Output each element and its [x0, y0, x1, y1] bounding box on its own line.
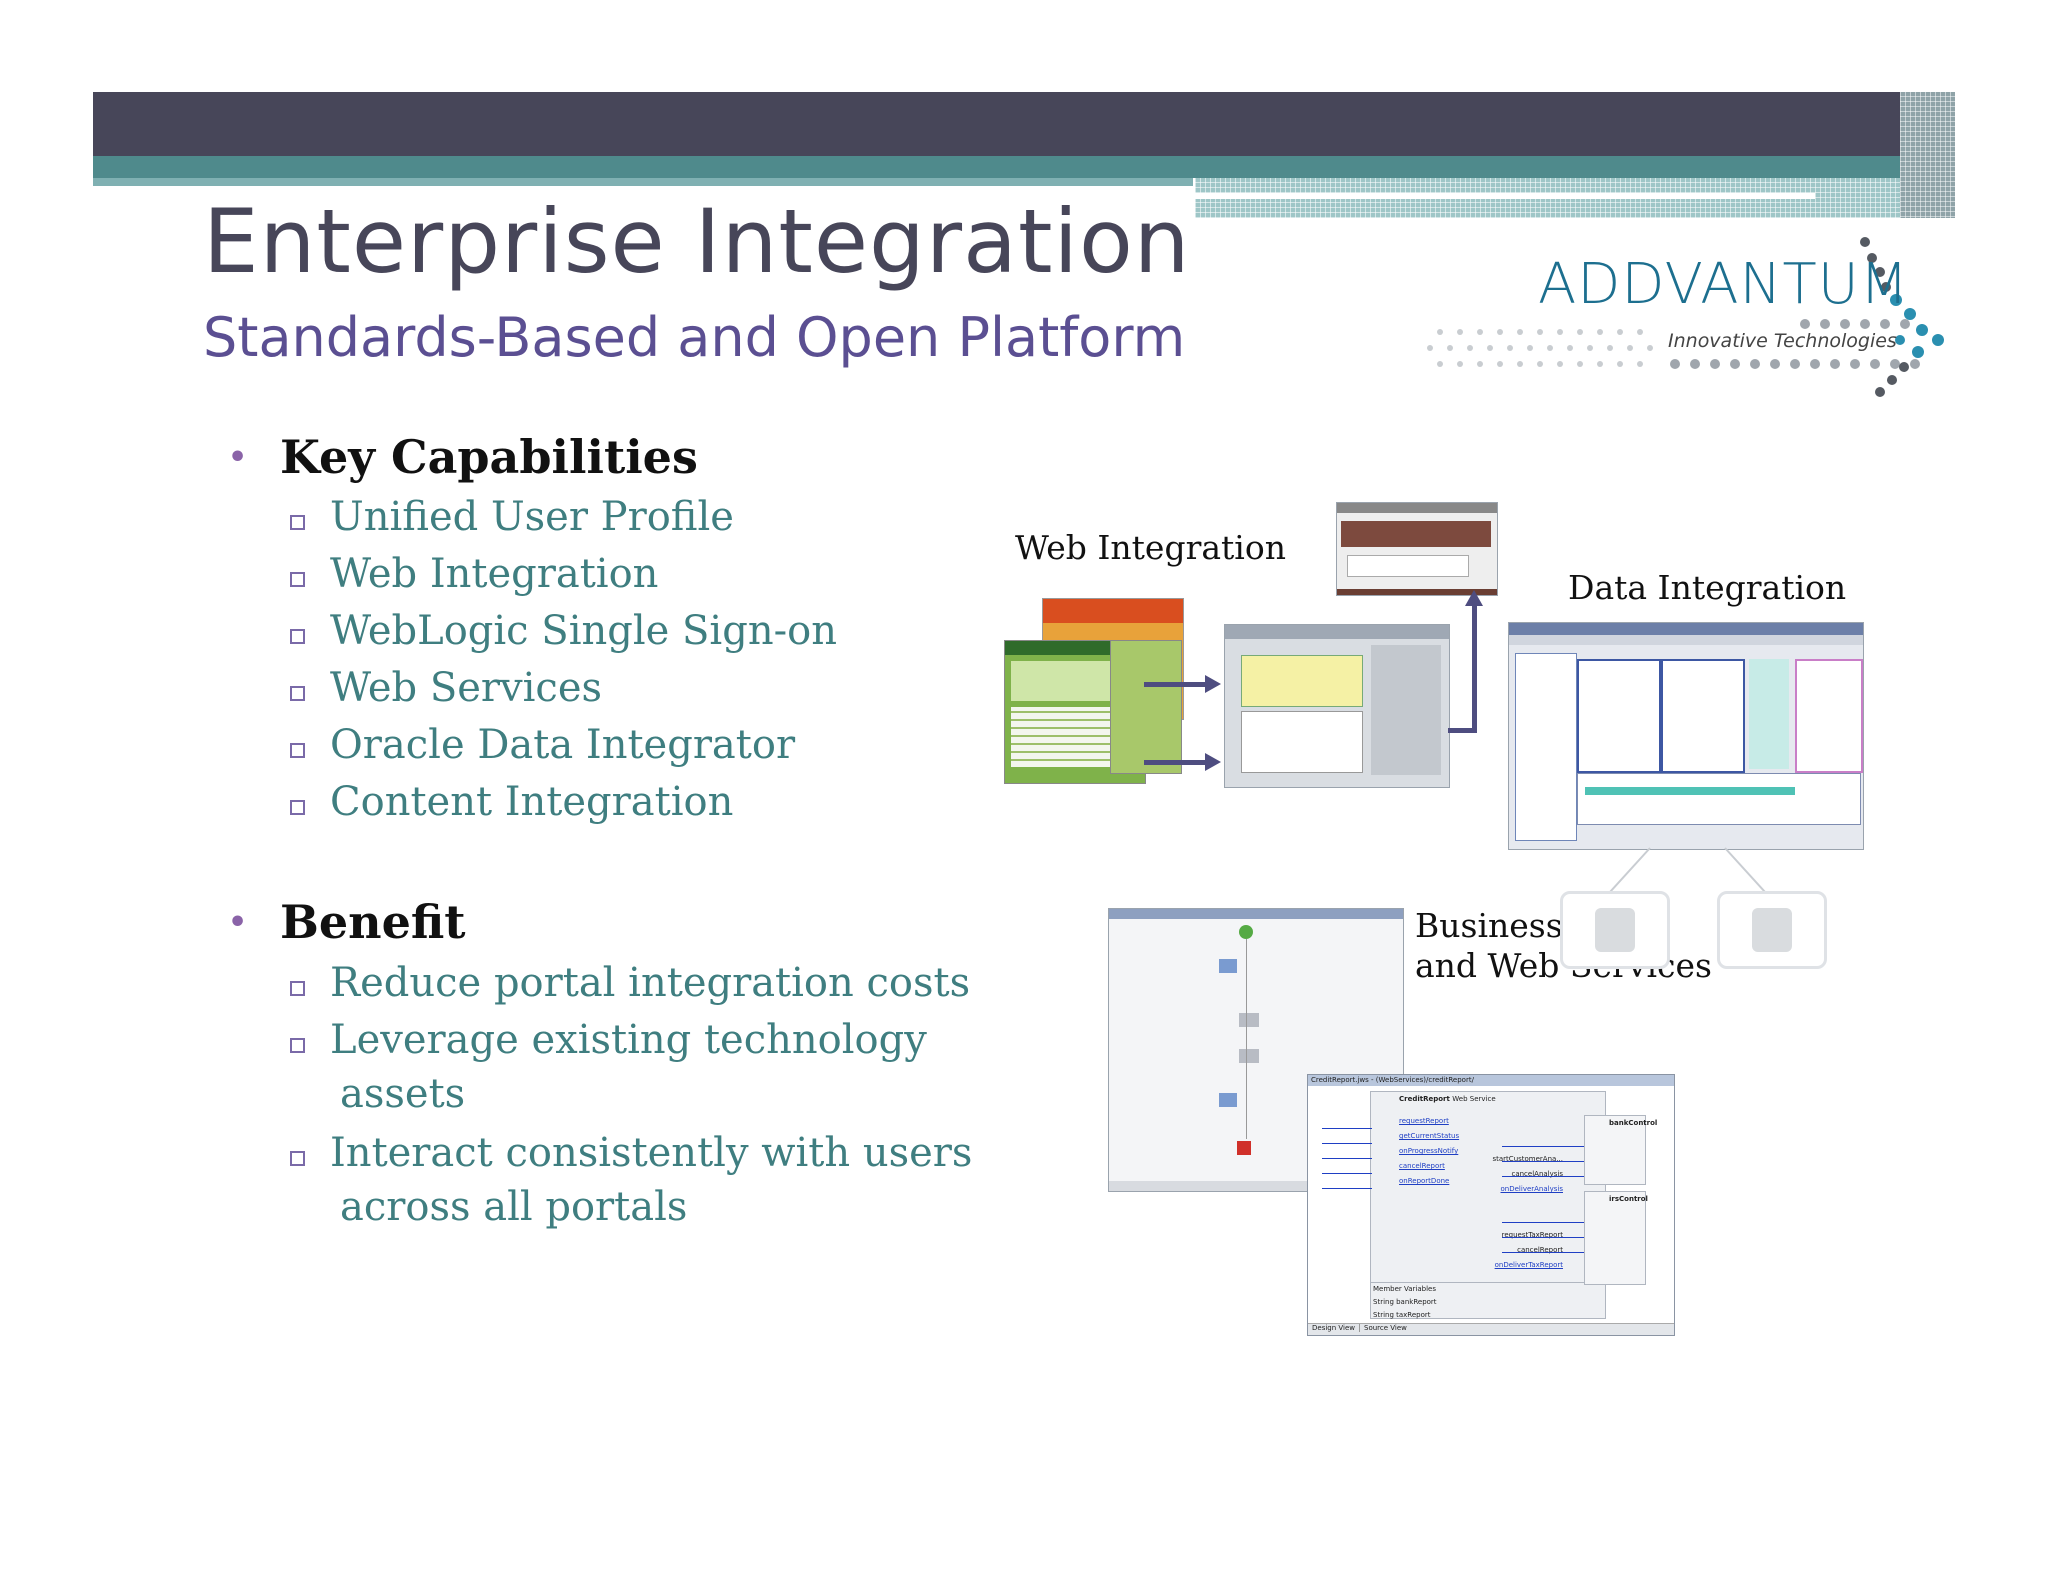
- logo-name: ADDVANTUM: [1538, 252, 1910, 317]
- method-connector-lines: [1322, 1117, 1372, 1189]
- portal-screenshot: [1224, 624, 1450, 788]
- page-subtitle: Standards-Based and Open Platform: [203, 306, 1186, 369]
- web-integration-caption: Web Integration: [1015, 528, 1286, 567]
- credit-report-header: CreditReport Web Service: [1399, 1095, 1496, 1103]
- list-item: Interact consistently with users: [290, 1125, 972, 1182]
- square-bullet-icon: [290, 1151, 305, 1166]
- database-node: [1717, 891, 1827, 969]
- square-bullet-icon: [290, 981, 305, 996]
- header-grid-pattern-right: [1900, 92, 1955, 218]
- square-bullet-icon: [290, 572, 305, 587]
- square-bullet-icon: [290, 800, 305, 815]
- list-item: Web Services: [290, 660, 837, 717]
- arrow-right-icon: [1205, 753, 1221, 771]
- arrow-up-icon: [1465, 590, 1483, 606]
- credit-report-methods: requestReport getCurrentStatus onProgres…: [1399, 1117, 1460, 1185]
- bank-control-box: bankControl: [1584, 1115, 1657, 1185]
- database-node: [1560, 891, 1670, 969]
- irs-control-box: irsControl: [1584, 1191, 1648, 1285]
- key-capabilities-list: Unified User Profile Web Integration Web…: [290, 489, 837, 831]
- arrow-line: [1448, 728, 1476, 733]
- credit-report-service-panel: CreditReport Web Service requestReport g…: [1370, 1091, 1607, 1322]
- arrow-line: [1472, 604, 1477, 733]
- benefit-list: Reduce portal integration costs Leverage…: [290, 955, 972, 1232]
- list-item: WebLogic Single Sign-on: [290, 603, 837, 660]
- list-item: Reduce portal integration costs: [290, 955, 972, 1012]
- list-item: Leverage existing technology: [290, 1012, 972, 1069]
- member-variables: Member Variables String bankReport Strin…: [1371, 1282, 1607, 1322]
- arrow-line: [1144, 760, 1208, 765]
- bank-connector-lines: [1502, 1135, 1584, 1181]
- header-divider-line: [1195, 193, 1815, 199]
- bullet-dot: •: [228, 440, 248, 475]
- portal-page-screenshot-side: [1110, 640, 1182, 774]
- square-bullet-icon: [290, 515, 305, 530]
- tab-design-view[interactable]: Design View: [1308, 1324, 1361, 1332]
- header-band: [93, 92, 1955, 156]
- header-accent-stripe: [93, 178, 1193, 186]
- database-connector-lines: [1609, 847, 1766, 893]
- bullet-dot: •: [228, 905, 248, 940]
- arrow-line: [1144, 682, 1208, 687]
- irs-connector-lines: [1502, 1211, 1584, 1257]
- list-item: Content Integration: [290, 774, 837, 831]
- credit-report-screenshot: CreditReport.jws - (WebServices)/creditR…: [1307, 1074, 1675, 1336]
- header-accent-band: [93, 156, 1955, 178]
- database-icon: [1595, 908, 1635, 952]
- data-integration-caption: Data Integration: [1568, 568, 1847, 607]
- arrow-right-icon: [1205, 675, 1221, 693]
- section-heading-benefit: • Benefit: [228, 895, 466, 949]
- square-bullet-icon: [290, 1038, 305, 1053]
- credit-report-window-title: CreditReport.jws - (WebServices)/creditR…: [1308, 1075, 1674, 1086]
- square-bullet-icon: [290, 629, 305, 644]
- logo-tagline: Innovative Technologies: [1668, 330, 1897, 352]
- list-item: Oracle Data Integrator: [290, 717, 837, 774]
- list-item: Web Integration: [290, 546, 837, 603]
- list-item: Unified User Profile: [290, 489, 837, 546]
- square-bullet-icon: [290, 743, 305, 758]
- logo-dots-graphic: [1427, 237, 1944, 397]
- browser-screenshot: [1336, 502, 1498, 596]
- page-title: Enterprise Integration: [203, 190, 1191, 293]
- tab-source-view[interactable]: Source View: [1364, 1324, 1407, 1332]
- section-heading-key-capabilities: • Key Capabilities: [228, 430, 698, 484]
- list-item-continuation: across all portals: [340, 1184, 688, 1230]
- company-logo: ADDVANTUM Innovative Technologies: [1410, 232, 1950, 402]
- list-item-continuation: assets: [340, 1071, 466, 1117]
- data-integrator-screenshot: [1508, 622, 1864, 850]
- database-icon: [1752, 908, 1792, 952]
- square-bullet-icon: [290, 686, 305, 701]
